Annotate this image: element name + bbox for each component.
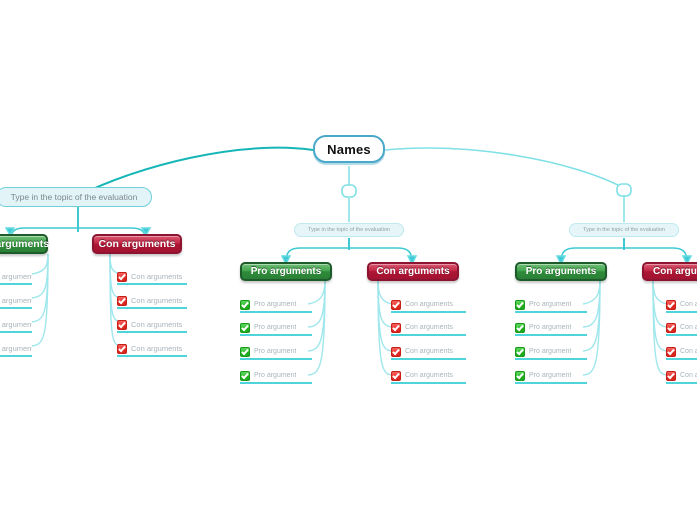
- checkbox-checked-icon[interactable]: [391, 322, 401, 333]
- root-node-names[interactable]: Names: [313, 135, 385, 163]
- leaf-con-center-1[interactable]: Con arguments: [391, 298, 466, 313]
- leaf-label: Con arguments: [131, 272, 183, 281]
- topic-node-left[interactable]: Type in the topic of the evaluation: [0, 187, 152, 207]
- branch-header-con-left[interactable]: Con arguments: [92, 234, 182, 254]
- leaf-pro-right-2[interactable]: Pro argument: [515, 321, 587, 336]
- leaf-con-right-1[interactable]: Con arguments: [666, 298, 697, 313]
- checkbox-checked-icon[interactable]: [515, 299, 525, 310]
- leaf-label: Pro argument: [0, 320, 32, 329]
- leaf-label: Con arguments: [131, 320, 183, 329]
- leaf-label: Con arguments: [405, 301, 453, 308]
- checkbox-checked-icon[interactable]: [117, 319, 127, 330]
- checkbox-checked-icon[interactable]: [515, 322, 525, 333]
- leaf-label: Con arguments: [680, 324, 697, 331]
- leaf-label: Pro argument: [254, 301, 297, 308]
- leaf-label: Pro argument: [254, 324, 297, 331]
- leaf-label: Con arguments: [680, 301, 697, 308]
- leaf-label: Con arguments: [405, 372, 453, 379]
- leaf-label: Con arguments: [405, 324, 453, 331]
- leaf-label: Con arguments: [405, 348, 453, 355]
- leaf-pro-center-3[interactable]: Pro argument: [240, 345, 312, 360]
- leaf-pro-center-1[interactable]: Pro argument: [240, 298, 312, 313]
- leaf-label: Pro argument: [529, 301, 572, 308]
- checkbox-checked-icon[interactable]: [391, 370, 401, 381]
- checkbox-checked-icon[interactable]: [117, 295, 127, 306]
- leaf-pro-center-2[interactable]: Pro argument: [240, 321, 312, 336]
- branch-header-pro-right[interactable]: Pro arguments: [515, 262, 607, 281]
- checkbox-checked-icon[interactable]: [666, 322, 676, 333]
- leaf-con-center-3[interactable]: Con arguments: [391, 345, 466, 360]
- leaf-con-left-1[interactable]: Con arguments: [117, 270, 187, 285]
- leaf-pro-left-1[interactable]: Pro argument: [0, 270, 32, 285]
- branch-header-con-left-label: Con arguments: [98, 238, 176, 250]
- checkbox-checked-icon[interactable]: [240, 370, 250, 381]
- leaf-con-right-3[interactable]: Con arguments: [666, 345, 697, 360]
- leaf-label: Pro argument: [0, 344, 32, 353]
- leaf-pro-left-4[interactable]: Pro argument: [0, 342, 32, 357]
- checkbox-checked-icon[interactable]: [391, 299, 401, 310]
- leaf-pro-center-4[interactable]: Pro argument: [240, 369, 312, 384]
- leaf-pro-left-2[interactable]: Pro argument: [0, 294, 32, 309]
- collapse-handle-right: [616, 183, 632, 197]
- collapse-handle-center: [341, 184, 357, 198]
- leaf-con-right-2[interactable]: Con arguments: [666, 321, 697, 336]
- branch-header-pro-right-label: Pro arguments: [525, 266, 597, 277]
- root-node-label: Names: [327, 141, 371, 157]
- topic-node-center-label: Type in the topic of the evaluation: [308, 227, 390, 233]
- leaf-label: Pro argument: [254, 348, 297, 355]
- checkbox-checked-icon[interactable]: [666, 299, 676, 310]
- branch-header-con-right[interactable]: Con arguments: [642, 262, 697, 281]
- leaf-con-left-3[interactable]: Con arguments: [117, 318, 187, 333]
- topic-node-right-label: Type in the topic of the evaluation: [583, 227, 665, 233]
- branch-header-pro-center[interactable]: Pro arguments: [240, 262, 332, 281]
- leaf-con-center-4[interactable]: Con arguments: [391, 369, 466, 384]
- topic-node-right[interactable]: Type in the topic of the evaluation: [569, 223, 679, 237]
- checkbox-checked-icon[interactable]: [117, 343, 127, 354]
- leaf-label: Con arguments: [131, 344, 183, 353]
- checkbox-checked-icon[interactable]: [240, 322, 250, 333]
- leaf-label: Pro argument: [0, 296, 32, 305]
- checkbox-checked-icon[interactable]: [391, 346, 401, 357]
- checkbox-checked-icon[interactable]: [515, 370, 525, 381]
- branch-header-pro-center-label: Pro arguments: [250, 266, 322, 277]
- checkbox-checked-icon[interactable]: [240, 346, 250, 357]
- leaf-label: Pro argument: [529, 348, 572, 355]
- leaf-label: Pro argument: [529, 324, 572, 331]
- leaf-con-right-4[interactable]: Con arguments: [666, 369, 697, 384]
- leaf-con-left-2[interactable]: Con arguments: [117, 294, 187, 309]
- leaf-pro-left-3[interactable]: Pro argument: [0, 318, 32, 333]
- checkbox-checked-icon[interactable]: [515, 346, 525, 357]
- leaf-label: Pro argument: [254, 372, 297, 379]
- branch-header-pro-left-label: Pro arguments: [0, 238, 50, 250]
- leaf-label: Con arguments: [680, 372, 697, 379]
- leaf-pro-right-3[interactable]: Pro argument: [515, 345, 587, 360]
- topic-node-center[interactable]: Type in the topic of the evaluation: [294, 223, 404, 237]
- leaf-con-left-4[interactable]: Con arguments: [117, 342, 187, 357]
- leaf-pro-right-4[interactable]: Pro argument: [515, 369, 587, 384]
- checkbox-checked-icon[interactable]: [666, 370, 676, 381]
- leaf-label: Con arguments: [680, 348, 697, 355]
- leaf-label: Pro argument: [0, 272, 32, 281]
- checkbox-checked-icon[interactable]: [666, 346, 676, 357]
- leaf-label: Pro argument: [529, 372, 572, 379]
- leaf-label: Con arguments: [131, 296, 183, 305]
- branch-header-con-center-label: Con arguments: [376, 266, 450, 277]
- branch-header-con-right-label: Con arguments: [653, 266, 697, 277]
- checkbox-checked-icon[interactable]: [240, 299, 250, 310]
- topic-node-left-label: Type in the topic of the evaluation: [10, 192, 138, 202]
- branch-header-con-center[interactable]: Con arguments: [367, 262, 459, 281]
- checkbox-checked-icon[interactable]: [117, 271, 127, 282]
- leaf-con-center-2[interactable]: Con arguments: [391, 321, 466, 336]
- leaf-pro-right-1[interactable]: Pro argument: [515, 298, 587, 313]
- branch-header-pro-left[interactable]: Pro arguments: [0, 234, 50, 254]
